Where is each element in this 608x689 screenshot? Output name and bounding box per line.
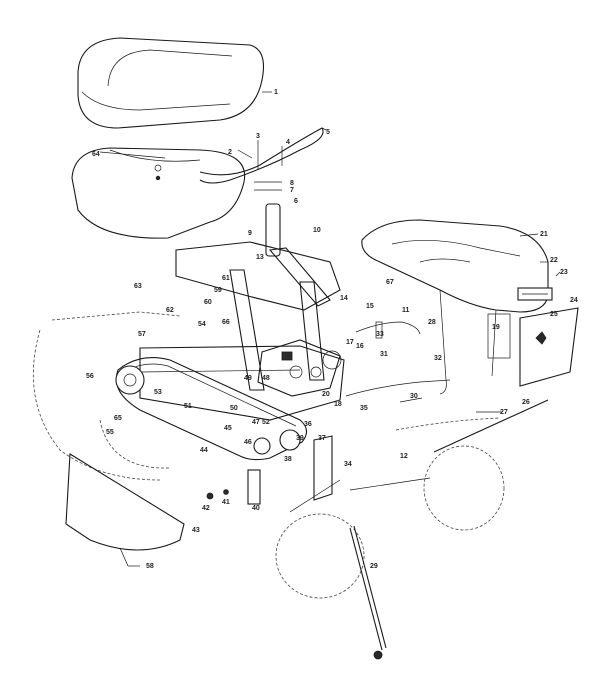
callout-63: 63 xyxy=(134,283,142,290)
callout-18: 18 xyxy=(334,401,342,408)
engine-deck xyxy=(257,339,341,397)
callout-32: 32 xyxy=(434,355,442,362)
callout-45: 45 xyxy=(224,425,232,432)
front-wheels xyxy=(275,399,549,599)
callout-57: 57 xyxy=(138,331,146,338)
callout-9: 9 xyxy=(248,230,252,237)
mower-deck-outline xyxy=(32,311,181,481)
seat-spring xyxy=(199,127,324,184)
callout-4: 4 xyxy=(286,139,290,146)
callout-22: 22 xyxy=(550,257,558,264)
callout-10: 10 xyxy=(313,227,321,234)
callout-51: 51 xyxy=(184,403,192,410)
callout-41: 41 xyxy=(222,499,230,506)
callout-19: 19 xyxy=(492,324,500,331)
callout-44: 44 xyxy=(200,447,208,454)
callout-1: 1 xyxy=(274,89,278,96)
callout-37: 37 xyxy=(318,435,326,442)
callout-16: 16 xyxy=(356,343,364,350)
callout-20: 20 xyxy=(322,391,330,398)
callout-43: 43 xyxy=(192,527,200,534)
callout-3: 3 xyxy=(256,133,260,140)
callout-11: 11 xyxy=(402,307,410,314)
callout-53: 53 xyxy=(154,389,162,396)
callout-60: 60 xyxy=(204,299,212,306)
callout-6: 6 xyxy=(294,198,298,205)
callout-46: 46 xyxy=(244,439,252,446)
callout-33: 33 xyxy=(376,331,384,338)
callout-24: 24 xyxy=(570,297,578,304)
drive-belt xyxy=(115,357,308,461)
cable xyxy=(345,321,451,397)
callout-31: 31 xyxy=(380,351,388,358)
callout-67: 67 xyxy=(386,279,394,286)
callout-29: 29 xyxy=(370,563,378,570)
callout-labels: 1 2 3 4 5 6 7 8 9 10 11 12 13 14 15 16 1… xyxy=(86,89,578,570)
callout-36: 36 xyxy=(304,421,312,428)
callout-26: 26 xyxy=(522,399,530,406)
callout-2: 2 xyxy=(228,149,232,156)
callout-62: 62 xyxy=(166,307,174,314)
callout-14: 14 xyxy=(340,295,348,302)
callout-30: 30 xyxy=(410,393,418,400)
mount-bracket xyxy=(206,469,261,505)
deflector-shield xyxy=(65,453,185,567)
callout-50: 50 xyxy=(230,405,238,412)
callout-47: 47 xyxy=(252,419,260,426)
callout-64: 64 xyxy=(92,151,100,158)
grille-emblem xyxy=(487,287,579,387)
callout-23: 23 xyxy=(560,269,568,276)
callout-27: 27 xyxy=(500,409,508,416)
callout-59: 59 xyxy=(214,287,222,294)
callout-28: 28 xyxy=(428,319,436,326)
callout-17: 17 xyxy=(346,339,354,346)
leader-lines xyxy=(99,127,561,413)
callout-65: 65 xyxy=(114,415,122,422)
drag-link xyxy=(349,525,387,660)
callout-48: 48 xyxy=(262,375,270,382)
callout-52: 52 xyxy=(262,419,270,426)
callout-21: 21 xyxy=(540,231,548,238)
callout-42: 42 xyxy=(202,505,210,512)
callout-35: 35 xyxy=(360,405,368,412)
callout-40: 40 xyxy=(252,505,260,512)
callout-66: 66 xyxy=(222,319,230,326)
seat-cushion xyxy=(77,37,272,129)
steering-column xyxy=(254,181,282,257)
callout-8: 8 xyxy=(290,180,294,187)
callout-34: 34 xyxy=(344,461,352,468)
callout-56: 56 xyxy=(86,373,94,380)
callout-13: 13 xyxy=(256,254,264,261)
callout-39: 39 xyxy=(296,435,304,442)
seat-pan xyxy=(71,147,246,239)
axle-bracket xyxy=(289,435,431,513)
callout-38: 38 xyxy=(284,456,292,463)
callout-5: 5 xyxy=(326,129,330,136)
callout-25: 25 xyxy=(550,311,558,318)
callout-58: 58 xyxy=(146,563,154,570)
callout-54: 54 xyxy=(198,321,206,328)
callout-55: 55 xyxy=(106,429,114,436)
callout-7: 7 xyxy=(290,187,294,194)
callout-61: 61 xyxy=(222,275,230,282)
main-frame xyxy=(139,241,345,421)
callout-12: 12 xyxy=(400,453,408,460)
callout-49: 49 xyxy=(244,375,252,382)
callout-15: 15 xyxy=(366,303,374,310)
